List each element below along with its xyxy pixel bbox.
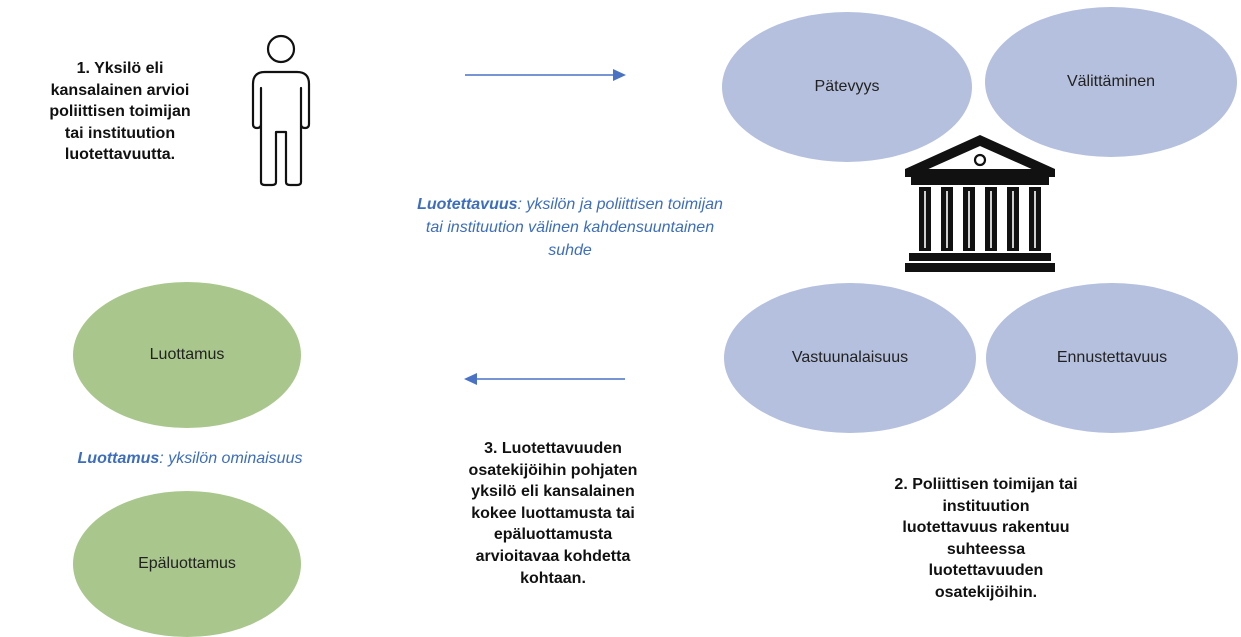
outcome-trust-label: Luottamus: [149, 346, 225, 363]
arrow-right-icon: [465, 69, 626, 81]
trust-description: : yksilön ominaisuus: [159, 450, 303, 467]
person-outline-icon: [251, 34, 311, 187]
outcome-distrust: Epäluottamus: [73, 491, 301, 637]
outcome-distrust-label: Epäluottamus: [138, 555, 236, 572]
component-care: Välittäminen: [985, 7, 1237, 157]
outcome-trust: Luottamus: [73, 282, 301, 428]
trustworthiness-term: Luotettavuus: [417, 196, 518, 213]
component-competence: Pätevyys: [722, 12, 972, 162]
step-2-text: 2. Poliittisen toimijan tai instituution…: [894, 476, 1078, 601]
trust-term: Luottamus: [77, 450, 160, 467]
institution-building-icon: [905, 135, 1055, 272]
component-predictability: Ennustettavuus: [986, 283, 1238, 433]
arrow-left-icon: [464, 373, 625, 385]
step-1-text: 1. Yksilö eli kansalainen arvioi poliitt…: [49, 60, 191, 164]
component-accountability-label: Vastuunalaisuus: [791, 349, 909, 366]
trust-definition: Luottamus: yksilön ominaisuus: [40, 447, 340, 470]
component-predictability-label: Ennustettavuus: [1056, 349, 1168, 366]
trustworthiness-definition: Luotettavuus: yksilön ja poliittisen toi…: [410, 193, 730, 263]
component-accountability: Vastuunalaisuus: [724, 283, 976, 433]
step-3-text: 3. Luotettavuuden osatekijöihin pohjaten…: [468, 440, 638, 587]
trustworthiness-description: : yksilön ja poliittisen toimijan tai in…: [425, 196, 723, 260]
component-care-label: Välittäminen: [1066, 73, 1156, 90]
component-competence-label: Pätevyys: [814, 78, 880, 95]
